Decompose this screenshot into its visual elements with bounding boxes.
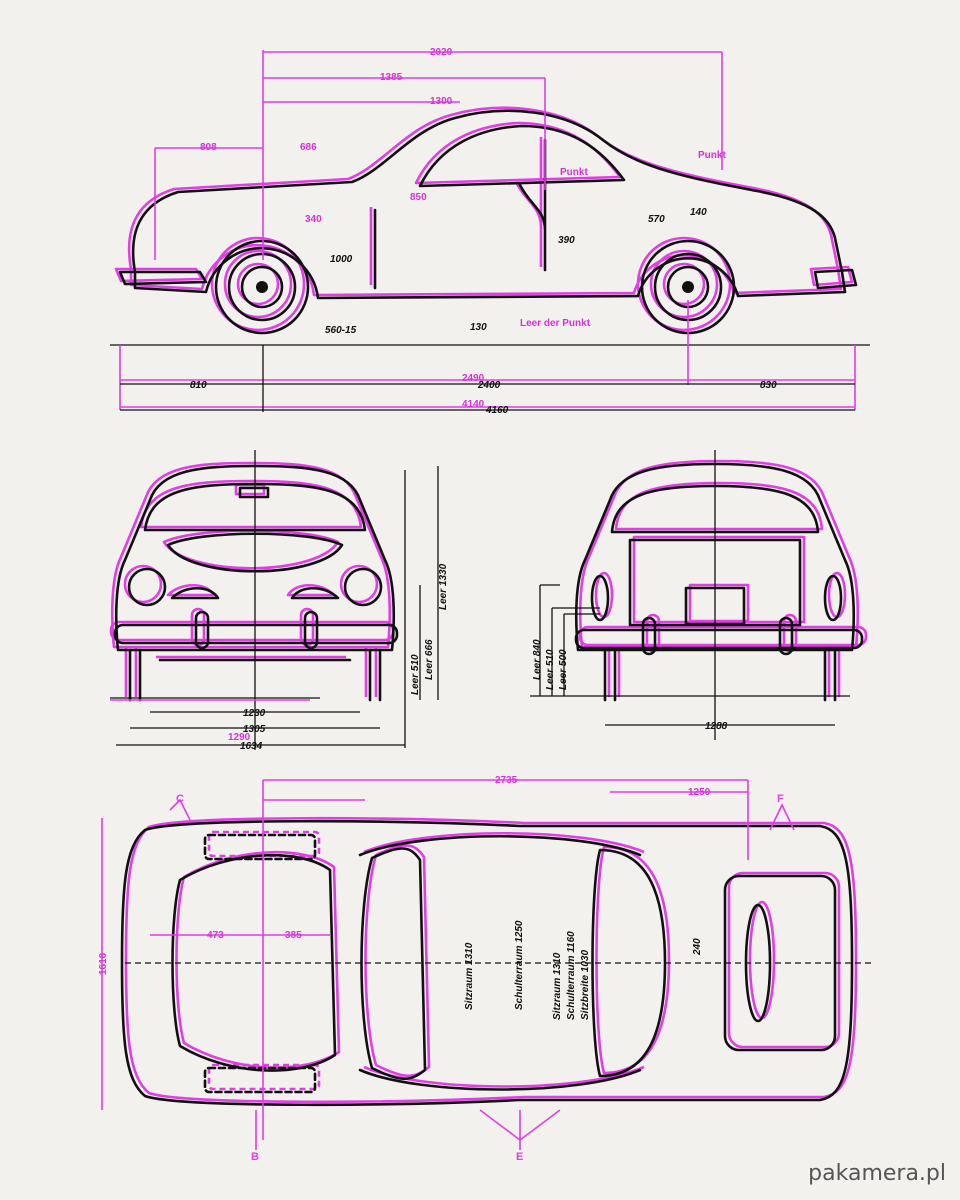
dim-340: 340 <box>305 214 322 225</box>
dim-1000: 1000 <box>330 254 353 265</box>
dim-1230: 1230 <box>243 708 266 719</box>
dim-leer-666: Leer 666 <box>424 639 435 680</box>
label-punkt: Punkt <box>698 150 726 161</box>
dim-130: 130 <box>470 322 487 333</box>
front-view: 1230 1305 1290 1634 Leer 1330 Leer 666 L… <box>109 450 449 752</box>
watermark: pakamera.pl <box>808 1161 946 1186</box>
dim-2490: 2490 <box>462 373 485 384</box>
dim-850: 850 <box>410 192 427 203</box>
dim-4140: 4140 <box>462 399 485 410</box>
section-letter-c: C <box>176 793 184 805</box>
dim-830: 830 <box>760 380 777 391</box>
dim-808: 808 <box>200 142 217 153</box>
top-view: 2735 1250 473 385 1610 240 C B E F Sitzr… <box>98 775 875 1163</box>
dim-1385: 1385 <box>380 72 403 83</box>
label-sitzbreite: Sitzbreite 1030 <box>580 950 591 1020</box>
dim-2020: 2020 <box>430 47 453 58</box>
label-schulterraum-front: Schulterraum 1250 <box>514 920 525 1010</box>
dim-2735: 2735 <box>495 775 518 786</box>
dim-leer-510: Leer 510 <box>410 654 421 695</box>
dim-140: 140 <box>690 207 707 218</box>
rear-view: 1288 Leer 840 Leer 510 Leer 500 <box>530 450 868 740</box>
dim-1288: 1288 <box>705 721 728 732</box>
dim-1634: 1634 <box>240 741 263 752</box>
dim-570: 570 <box>648 214 665 225</box>
dim-1250: 1250 <box>688 787 711 798</box>
dim-810: 810 <box>190 380 207 391</box>
dim-leer-840: Leer 840 <box>532 639 543 680</box>
label-sitzraum-rear: Sitzraum 1310 <box>552 952 563 1020</box>
dim-leer-500: Leer 500 <box>558 649 569 690</box>
dim-473: 473 <box>207 930 224 941</box>
label-sitzraum-front: Sitzraum 1310 <box>464 942 475 1010</box>
dim-4160: 4160 <box>485 405 509 416</box>
label-punkt-2: Punkt <box>560 167 588 178</box>
section-letter-f: F <box>777 793 784 805</box>
dim-1300: 1300 <box>430 96 453 107</box>
dim-1610: 1610 <box>98 952 109 975</box>
dim-leer-510-rear: Leer 510 <box>545 649 556 690</box>
section-letter-b: B <box>251 1151 259 1163</box>
dim-tire-560-15: 560-15 <box>325 325 357 336</box>
dim-1290: 1290 <box>228 732 251 743</box>
label-leer-der-punkt: Leer der Punkt <box>520 318 591 329</box>
dim-686: 686 <box>300 142 317 153</box>
dim-240: 240 <box>692 938 703 956</box>
dim-1305: 1305 <box>243 724 266 735</box>
section-letter-e: E <box>516 1151 523 1163</box>
dim-385: 385 <box>285 930 302 941</box>
label-schulterraum-rear: Schulterraum 1160 <box>566 931 577 1020</box>
dim-390: 390 <box>558 235 575 246</box>
dim-leer-1330: Leer 1330 <box>438 563 449 610</box>
side-view: 2020 1385 1300 808 686 Punkt 340 850 390… <box>110 47 870 416</box>
dim-2400: 2400 <box>477 380 501 391</box>
